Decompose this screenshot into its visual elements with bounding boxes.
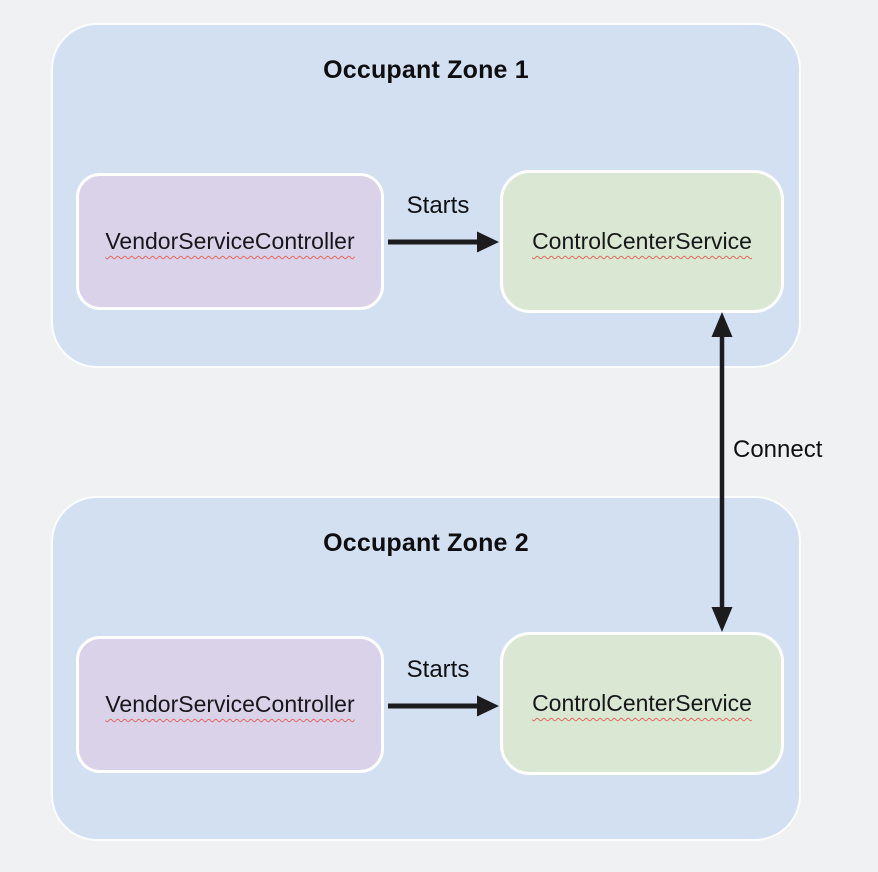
control-center-service-node-zone-1: ControlCenterService — [500, 170, 784, 313]
connect-edge-label: Connect — [733, 436, 823, 463]
occupant-zone-2-title: Occupant Zone 2 — [323, 529, 529, 557]
vendor-service-controller-node-zone-2: VendorServiceController — [76, 636, 384, 773]
starts-edge-label-zone-1: Starts — [406, 192, 470, 219]
vendor-service-controller-label-zone-2: VendorServiceController — [105, 691, 355, 717]
control-center-service-label-zone-2: ControlCenterService — [532, 690, 752, 716]
starts-edge-label-zone-2: Starts — [406, 656, 470, 683]
control-center-service-label-zone-1: ControlCenterService — [532, 228, 752, 254]
vendor-service-controller-label-zone-1: VendorServiceController — [105, 228, 355, 254]
occupant-zone-1-title: Occupant Zone 1 — [323, 56, 529, 84]
vendor-service-controller-node-zone-1: VendorServiceController — [76, 173, 384, 310]
control-center-service-node-zone-2: ControlCenterService — [500, 632, 784, 775]
